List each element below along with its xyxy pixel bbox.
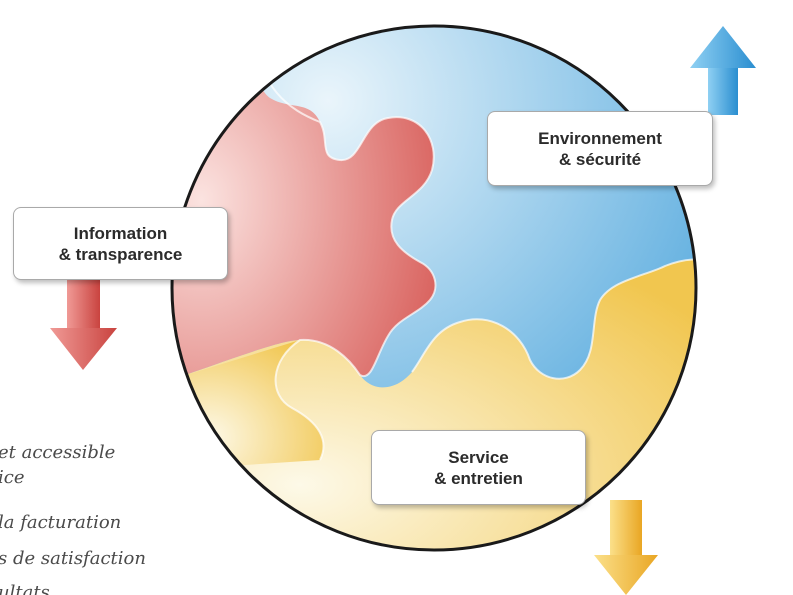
label-service-entretien: Service & entretien bbox=[371, 430, 586, 505]
circle-outline bbox=[170, 24, 698, 552]
label-line-1: Environnement bbox=[538, 128, 662, 148]
label-line-2: & sécurité bbox=[558, 149, 642, 169]
label-line-2: & transparence bbox=[58, 244, 183, 264]
side-list-item: ice bbox=[0, 467, 25, 488]
label-line-2: & entretien bbox=[434, 468, 523, 488]
arrow-down-icon bbox=[50, 278, 117, 370]
side-list-item: la facturation bbox=[0, 512, 122, 533]
side-list-item: et accessible bbox=[0, 442, 116, 463]
side-list-item: s de satisfaction bbox=[0, 548, 146, 569]
side-list-item: ultats bbox=[0, 582, 50, 595]
label-line-1: Service bbox=[448, 447, 509, 467]
label-line-1: Information bbox=[73, 223, 168, 243]
arrow-down-icon bbox=[594, 500, 658, 595]
arrow-up-icon bbox=[690, 26, 756, 115]
label-environnement-securite: Environnement & sécurité bbox=[487, 111, 713, 186]
label-information-transparence: Information & transparence bbox=[13, 207, 228, 280]
